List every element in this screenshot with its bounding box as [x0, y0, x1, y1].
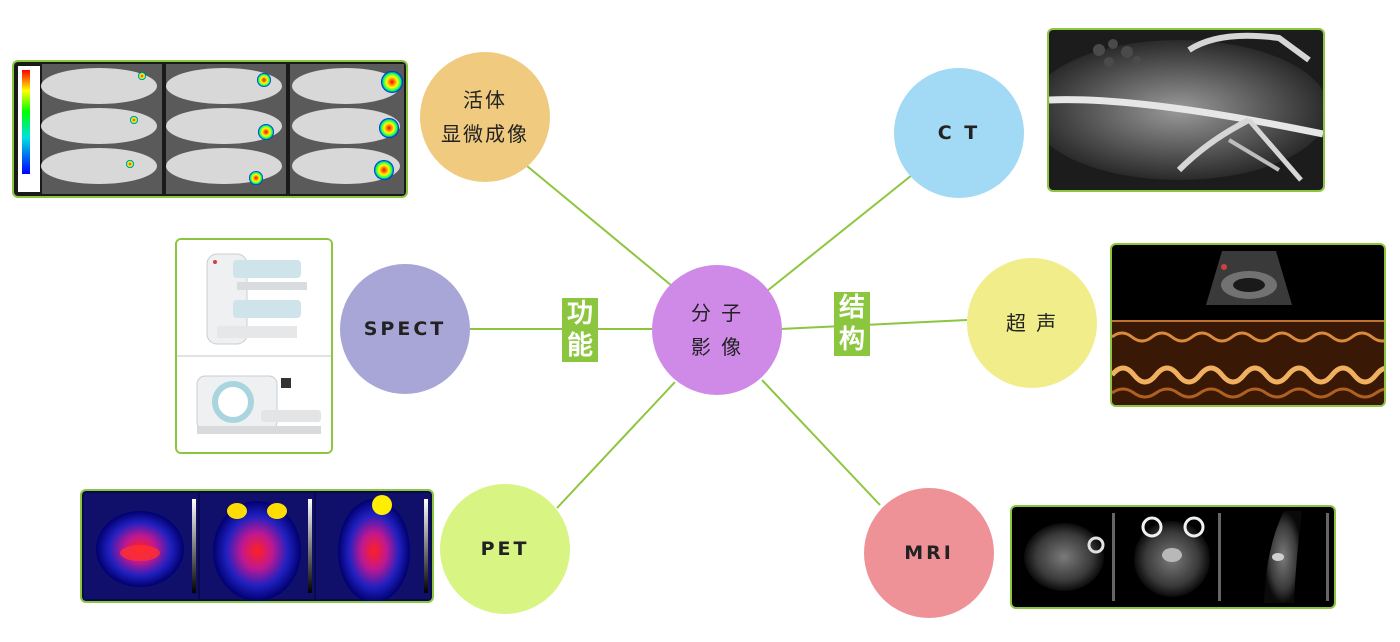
center-line-1: 分 子 [690, 301, 744, 325]
line-pet [556, 381, 676, 509]
tag-functional-char-1: 功 [566, 299, 593, 329]
panel-ct-image [1047, 28, 1325, 192]
line-mri [761, 379, 881, 506]
panel-ultrasound-image [1110, 243, 1386, 407]
pet-images [82, 491, 432, 601]
panel-spect-equipment-photo [175, 238, 333, 454]
tag-structural: 结 构 [834, 292, 870, 356]
ct-image [1049, 30, 1323, 190]
ultrasound-image [1112, 245, 1384, 405]
node-pet-label: PET [480, 538, 530, 560]
node-spect: SPECT [340, 264, 470, 394]
mri-images [1012, 507, 1334, 607]
center-node-molecular-imaging: 分 子 影 像 [652, 265, 782, 395]
tag-structural-char-2: 构 [838, 325, 865, 355]
line-ct [766, 174, 913, 292]
panel-pet-images [80, 489, 434, 603]
node-ct: C T [894, 68, 1024, 198]
node-optical-line-1: 活体 [463, 88, 507, 112]
panel-mri-images [1010, 505, 1336, 609]
tag-functional-char-2: 能 [566, 331, 593, 361]
node-pet: PET [440, 484, 570, 614]
line-optical [526, 165, 673, 287]
node-mri: MRI [864, 488, 994, 618]
spect-equipment-photo [177, 240, 331, 452]
panel-optical-imaging-photo [12, 60, 408, 198]
optical-imaging-photo [14, 62, 406, 196]
node-ultrasound: 超 声 [967, 258, 1097, 388]
node-optical-imaging: 活体 显微成像 [420, 52, 550, 182]
node-spect-label: SPECT [363, 318, 447, 340]
node-ct-label: C T [937, 122, 981, 144]
node-mri-label: MRI [904, 542, 954, 564]
line-ultrasound [779, 319, 968, 330]
node-optical-line-2: 显微成像 [441, 122, 529, 146]
center-line-2: 影 像 [690, 335, 744, 359]
tag-structural-char-1: 结 [838, 293, 865, 323]
node-ultrasound-label: 超 声 [1005, 311, 1059, 335]
tag-functional: 功 能 [562, 298, 598, 362]
